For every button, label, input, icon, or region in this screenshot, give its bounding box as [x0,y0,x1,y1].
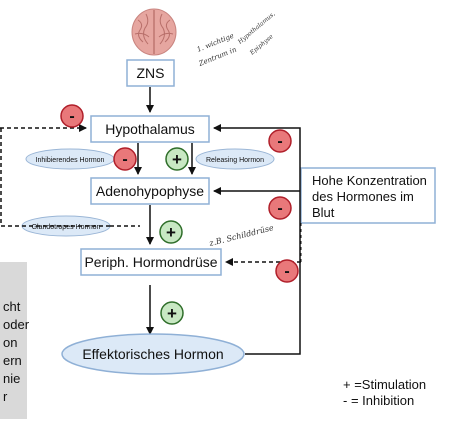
stimulation-sign-2: + [159,220,183,244]
side-panel-line: oder [3,317,30,332]
glandotropes-hormon-label: Glandotropes Hormon [32,224,101,231]
releasing-hormon-oval: Releasing Hormon [195,148,275,170]
effektorisches-hormon-label: Effektorisches Hormon [82,346,223,362]
side-panel-line: r [3,389,8,404]
zns-box: ZNS [126,59,175,87]
legend-stimulation: + =Stimulation [343,377,426,392]
inhibition-sign-3: - [268,129,292,153]
dashed-feedback-left [0,128,110,227]
brain-icon [131,8,177,56]
svg-text:-: - [277,133,282,150]
side-panel: cht oder on ern nie r [0,262,30,419]
blood-concentration-line: Hohe Konzentration [312,173,427,188]
blood-concentration-line: Blut [312,205,335,220]
blood-concentration-box: Hohe Konzentration des Hormones im Blut [300,167,436,224]
svg-text:-: - [277,200,282,217]
inhibierendes-hormon-oval: Inhibierendes Hormon [25,148,115,170]
side-panel-line: nie [3,371,20,386]
adenohypophyse-label: Adenohypophyse [96,183,204,199]
blood-concentration-line: des Hormones im [312,189,414,204]
periph-hormondruese-box: Periph. Hormondrüse [80,248,222,276]
zns-label: ZNS [137,65,165,81]
svg-text:+: + [166,223,176,242]
side-panel-line: on [3,335,17,350]
inhibition-sign-2: - [113,147,137,171]
inhibierendes-hormon-label: Inhibierendes Hormon [36,157,105,164]
stimulation-sign-1: + [165,147,189,171]
note-line: Epiphyse [248,33,275,57]
stimulation-sign-3: + [160,301,184,325]
inhibition-sign-5: - [275,259,299,283]
hypothalamus-label: Hypothalamus [105,121,195,137]
inhibition-sign-1: - [60,104,84,128]
legend-inhibition: - = Inhibition [343,393,414,408]
handwritten-note-schilddruese: z.B. Schilddrüse [207,223,274,248]
effektorisches-hormon-oval: Effektorisches Hormon [61,333,245,375]
svg-text:-: - [122,151,127,168]
inhibition-sign-4: - [268,196,292,220]
releasing-hormon-label: Releasing Hormon [206,157,264,164]
hypothalamus-box: Hypothalamus [90,115,210,143]
svg-text:-: - [69,108,74,125]
side-panel-line: cht [3,299,21,314]
handwritten-note-zns: 1. wichtige Zentrum in Hypothalamus, Epi… [196,11,277,69]
svg-text:+: + [172,150,182,169]
adenohypophyse-box: Adenohypophyse [90,177,210,205]
svg-text:-: - [284,263,289,280]
legend: + =Stimulation - = Inhibition [343,377,426,408]
side-panel-line: ern [3,353,22,368]
feedback-line-effektor [213,124,301,355]
svg-text:+: + [167,304,177,323]
periph-hormondruese-label: Periph. Hormondrüse [84,254,217,270]
